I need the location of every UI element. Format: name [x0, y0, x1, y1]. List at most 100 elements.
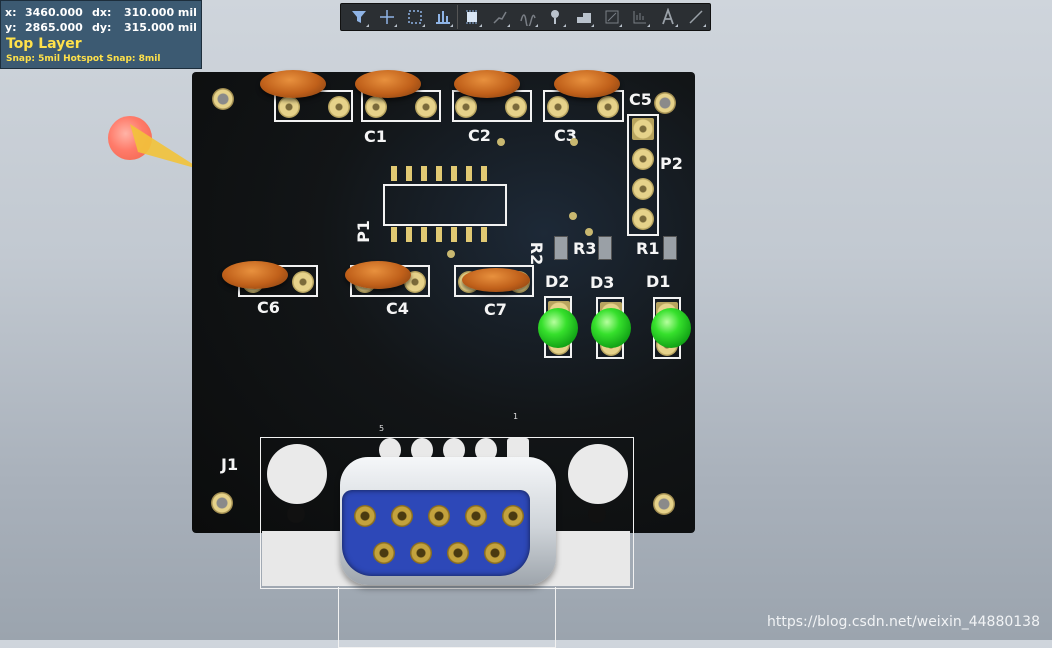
- db9-pin: [410, 542, 432, 564]
- component-button[interactable]: [457, 5, 486, 29]
- hud-snap-info: Snap: 5mil Hotspot Snap: 8mil: [6, 54, 161, 64]
- interactive-route-icon: [520, 14, 536, 26]
- crosshair-button[interactable]: [373, 5, 401, 29]
- resistor-r2[interactable]: [554, 236, 568, 260]
- text-icon: [662, 8, 674, 25]
- db9-pin-mark-left: 5: [379, 424, 385, 433]
- ic-p1-body[interactable]: [383, 184, 507, 226]
- via: [497, 138, 505, 146]
- pad: [632, 178, 654, 200]
- pin-button[interactable]: [542, 5, 570, 29]
- pad: [328, 96, 350, 118]
- db9-pin: [354, 505, 376, 527]
- coordinate-hud: x: 3460.000 dx: 310.000 mil y: 2865.000 …: [0, 0, 202, 69]
- mounting-hole: [212, 88, 234, 110]
- select-rect-icon: [408, 10, 422, 24]
- hud-dy-label: dy:: [92, 21, 112, 34]
- designator-c4: C4: [386, 299, 409, 318]
- pad: [547, 96, 569, 118]
- ic-pin: [391, 166, 397, 181]
- hud-x-value: 3460.000: [25, 6, 83, 19]
- capacitor-body[interactable]: [345, 261, 411, 289]
- designator-d2: D2: [545, 272, 570, 291]
- led-d3[interactable]: [591, 308, 631, 348]
- filter-icon: [352, 11, 366, 23]
- db9-footprint-extension: [338, 587, 556, 648]
- db9-screw-hole-right: [588, 505, 606, 523]
- pad: [505, 96, 527, 118]
- crosshair-icon: [380, 10, 394, 24]
- pad: [278, 96, 300, 118]
- footprint-outline: [454, 265, 534, 297]
- designator-c5: C5: [629, 90, 652, 109]
- hud-dx-value: 310.000 mil: [124, 6, 197, 19]
- db9-mount-boss-right: [568, 444, 628, 504]
- ic-pin: [406, 166, 412, 181]
- select-rect-button[interactable]: [401, 5, 429, 29]
- via: [447, 250, 455, 258]
- hud-y-value: 2865.000: [25, 21, 83, 34]
- pad: [632, 148, 654, 170]
- designator-c6: C6: [257, 298, 280, 317]
- align-icon: [436, 11, 450, 24]
- db9-mount-boss-left: [267, 444, 327, 504]
- line-icon: [689, 10, 703, 24]
- db9-footprint-outline: [260, 437, 634, 589]
- designator-r1: R1: [636, 239, 660, 258]
- text-button[interactable]: [654, 5, 682, 29]
- polygon-button[interactable]: [570, 5, 598, 29]
- ic-pin: [481, 166, 487, 181]
- line-button[interactable]: [682, 5, 710, 29]
- route-icon: [493, 11, 507, 24]
- ic-pin: [421, 166, 427, 181]
- capacitor-body[interactable]: [355, 70, 421, 98]
- region-button[interactable]: [626, 5, 654, 29]
- db9-pin: [447, 542, 469, 564]
- db9-pin-mark-right: 1: [513, 412, 519, 421]
- db9-pin: [502, 505, 524, 527]
- route-button[interactable]: [486, 5, 514, 29]
- dimension-icon: [605, 10, 619, 24]
- pad: [632, 208, 654, 230]
- hud-y-label: y:: [5, 21, 17, 34]
- ic-pin: [466, 227, 472, 242]
- hud-x-label: x:: [5, 6, 17, 19]
- ic-pin: [391, 227, 397, 242]
- resistor-r1[interactable]: [663, 236, 677, 260]
- capacitor-body[interactable]: [222, 261, 288, 289]
- db9-pin-row-back: [379, 438, 529, 466]
- designator-d3: D3: [590, 273, 615, 292]
- db9-back-pin: [379, 438, 401, 462]
- mounting-hole: [654, 92, 676, 114]
- header-p2-outline: [627, 114, 659, 236]
- interactive-route-button[interactable]: [514, 5, 542, 29]
- capacitor-body[interactable]: [454, 70, 520, 98]
- ic-pin: [406, 227, 412, 242]
- db9-back-pin: [475, 438, 497, 462]
- db9-pin: [373, 542, 395, 564]
- designator-j1: J1: [221, 455, 239, 474]
- ic-pin: [451, 166, 457, 181]
- capacitor-body[interactable]: [462, 268, 530, 292]
- led-d1[interactable]: [651, 308, 691, 348]
- led-d2[interactable]: [538, 308, 578, 348]
- resistor-r3[interactable]: [598, 236, 612, 260]
- designator-d1: D1: [646, 272, 671, 291]
- capacitor-body[interactable]: [554, 70, 620, 98]
- dimension-button[interactable]: [598, 5, 626, 29]
- db9-connector-face: [342, 490, 530, 576]
- pad: [415, 96, 437, 118]
- ic-pin: [451, 227, 457, 242]
- ic-pin: [466, 166, 472, 181]
- ic-pin: [436, 166, 442, 181]
- align-button[interactable]: [429, 5, 457, 29]
- mounting-hole: [653, 493, 675, 515]
- capacitor-body[interactable]: [260, 70, 326, 98]
- polygon-icon: [577, 13, 591, 23]
- db9-screw-hole-left: [287, 505, 305, 523]
- db9-back-pin: [507, 438, 529, 462]
- designator-c7: C7: [484, 300, 507, 319]
- filter-button[interactable]: [345, 5, 373, 29]
- via: [585, 228, 593, 236]
- component-icon: [466, 10, 477, 24]
